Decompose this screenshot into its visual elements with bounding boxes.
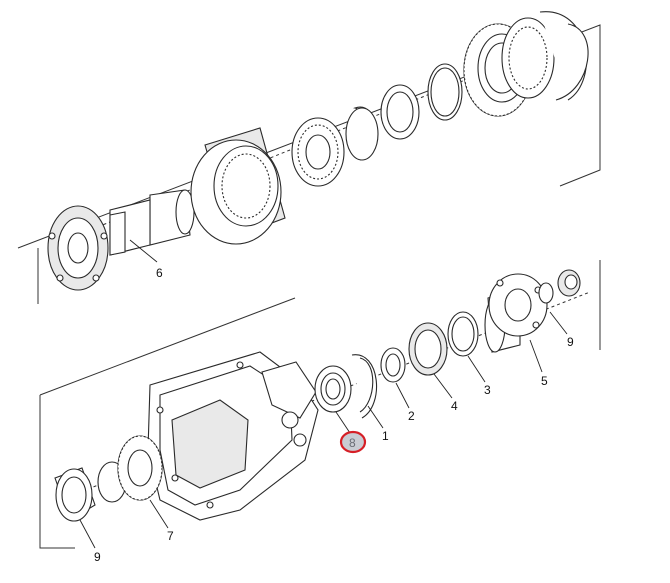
output-flange-part [484,273,548,353]
callout-label[interactable]: 3 [484,383,491,397]
callout-label[interactable]: 7 [167,529,174,543]
lower-snap-ring-part [351,354,378,419]
callout-label[interactable]: 9 [94,550,101,564]
output-shaft-part [47,189,195,291]
retainer-plate-part [54,467,96,522]
callout-label[interactable]: 9 [567,335,574,349]
callout-label[interactable]: 2 [408,409,415,423]
seal-part [408,322,448,376]
upper-snap-ring-part [345,106,379,161]
drive-gear-part [97,435,163,503]
callout-label[interactable]: 1 [382,429,389,443]
callout-leaders [79,239,568,549]
upper-gear-ring-part [501,17,555,99]
thin-ring-part [447,311,479,357]
synchronizer-ring-part [291,117,345,187]
highlighted-callout[interactable]: 8 [339,430,367,454]
callout-label[interactable]: 8 [349,436,356,450]
transfer-case-housing-part [147,351,319,521]
upper-end-snap-ring-part [539,11,589,101]
upper-thin-ring-part [427,63,463,121]
callout-label[interactable]: 5 [541,374,548,388]
bearing-part [314,365,352,413]
lower-assembly-panel [39,260,601,549]
upper-spacer-part [380,84,420,140]
flange-nut-part [538,269,581,304]
spacer-part [380,347,406,383]
callout-label[interactable]: 4 [451,399,458,413]
ring-gear-part [190,127,286,245]
callout-label[interactable]: 6 [156,266,163,280]
highlight-ring [339,430,367,454]
